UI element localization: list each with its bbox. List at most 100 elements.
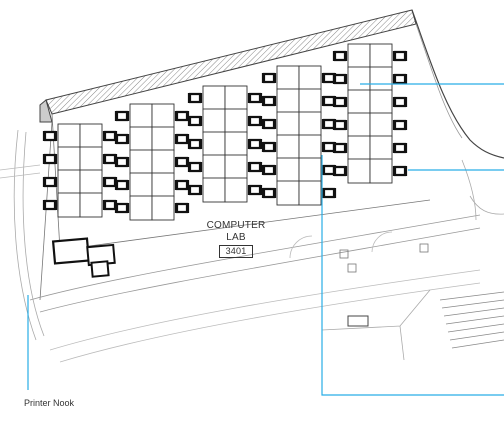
chair bbox=[187, 115, 203, 127]
desk bbox=[129, 103, 153, 129]
chair bbox=[261, 164, 277, 176]
desk bbox=[224, 108, 248, 134]
chair bbox=[247, 92, 263, 104]
desk bbox=[202, 108, 226, 134]
chair bbox=[187, 161, 203, 173]
lower-corridor-2 bbox=[39, 227, 481, 313]
room-name-line1: COMPUTER bbox=[206, 220, 266, 231]
desk bbox=[202, 177, 226, 203]
desk bbox=[369, 66, 393, 92]
desk bbox=[151, 195, 175, 221]
chair bbox=[392, 119, 408, 131]
lower-corridor-4 bbox=[59, 282, 481, 363]
chair bbox=[114, 179, 130, 191]
lower-right-room bbox=[321, 289, 431, 361]
desk bbox=[369, 89, 393, 115]
west-wall bbox=[39, 99, 53, 123]
desk bbox=[276, 157, 300, 183]
desk bbox=[369, 158, 393, 184]
desk bbox=[347, 112, 371, 138]
chair bbox=[174, 179, 190, 191]
lower-corridor bbox=[29, 214, 481, 301]
east-wall-curve bbox=[411, 9, 504, 159]
desk bbox=[298, 157, 322, 183]
column-2 bbox=[347, 263, 357, 273]
chair bbox=[114, 156, 130, 168]
desk bbox=[276, 111, 300, 137]
chair bbox=[114, 110, 130, 122]
desk bbox=[151, 149, 175, 175]
chair bbox=[102, 130, 118, 142]
printer bbox=[51, 237, 91, 265]
chair bbox=[261, 72, 277, 84]
desk bbox=[57, 192, 81, 218]
desk bbox=[224, 85, 248, 111]
chair bbox=[42, 176, 58, 188]
chair bbox=[332, 165, 348, 177]
chair bbox=[174, 202, 190, 214]
desk bbox=[298, 88, 322, 114]
chair bbox=[392, 73, 408, 85]
chair bbox=[392, 142, 408, 154]
chair bbox=[114, 202, 130, 214]
desk bbox=[347, 135, 371, 161]
chair bbox=[247, 184, 263, 196]
column-1 bbox=[339, 249, 349, 259]
chair bbox=[102, 153, 118, 165]
desk bbox=[298, 111, 322, 137]
desk bbox=[79, 123, 103, 149]
desk-clusters bbox=[42, 43, 408, 221]
chair bbox=[247, 138, 263, 150]
callout-line-3 bbox=[321, 155, 504, 396]
desk bbox=[57, 169, 81, 195]
chair bbox=[187, 138, 203, 150]
desk bbox=[79, 146, 103, 172]
chair bbox=[102, 199, 118, 211]
desk bbox=[129, 126, 153, 152]
chair bbox=[392, 50, 408, 62]
door-swing-1 bbox=[289, 235, 313, 259]
chair bbox=[174, 133, 190, 145]
lower-corridor-3 bbox=[49, 269, 481, 351]
desk bbox=[298, 134, 322, 160]
chair bbox=[174, 156, 190, 168]
chair bbox=[392, 165, 408, 177]
desk bbox=[151, 126, 175, 152]
chair bbox=[261, 187, 277, 199]
desk bbox=[298, 65, 322, 91]
east-wall-inner bbox=[415, 23, 463, 139]
desk bbox=[151, 103, 175, 129]
small-fixture bbox=[347, 315, 369, 327]
desk bbox=[129, 195, 153, 221]
right-curves bbox=[461, 159, 504, 221]
desk bbox=[224, 154, 248, 180]
desk bbox=[57, 146, 81, 172]
chair bbox=[321, 187, 337, 199]
callout-lines bbox=[27, 83, 504, 396]
room-label: COMPUTER LAB 3401 bbox=[200, 220, 272, 258]
chair bbox=[261, 141, 277, 153]
desk bbox=[202, 85, 226, 111]
desk bbox=[129, 172, 153, 198]
desk bbox=[276, 180, 300, 206]
desk bbox=[79, 192, 103, 218]
chair bbox=[247, 161, 263, 173]
column-3 bbox=[419, 243, 429, 253]
desk bbox=[347, 158, 371, 184]
desk bbox=[298, 180, 322, 206]
desk bbox=[224, 131, 248, 157]
west-outer-2 bbox=[22, 131, 45, 337]
door-swing-2 bbox=[371, 231, 393, 253]
chair bbox=[42, 153, 58, 165]
desk bbox=[369, 43, 393, 69]
room-number: 3401 bbox=[218, 245, 254, 258]
desk bbox=[347, 66, 371, 92]
chair bbox=[174, 110, 190, 122]
chair bbox=[247, 115, 263, 127]
desk bbox=[276, 88, 300, 114]
west-small-lines bbox=[0, 164, 41, 179]
chair bbox=[332, 50, 348, 62]
desk bbox=[151, 172, 175, 198]
desk bbox=[276, 134, 300, 160]
